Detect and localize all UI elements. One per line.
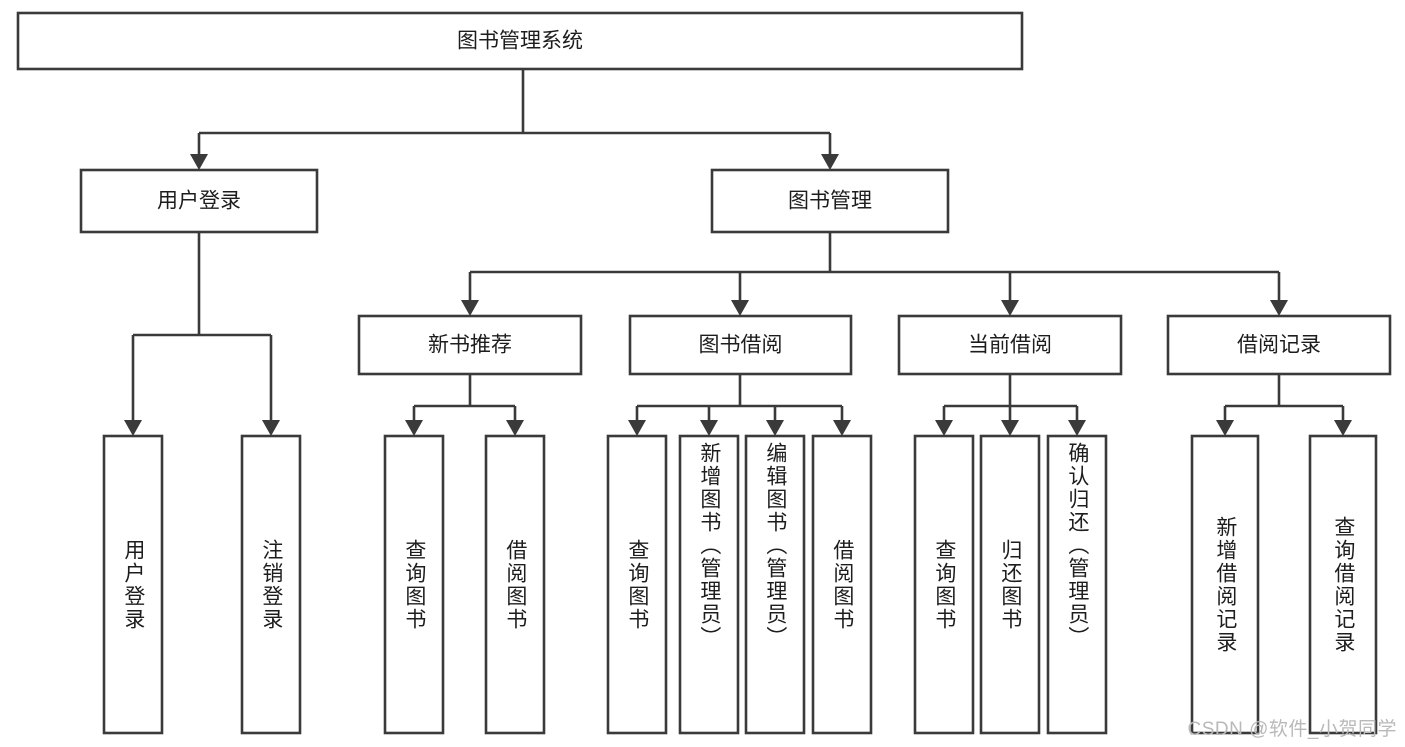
arrow-head-icon — [506, 420, 524, 436]
node-box — [678, 434, 740, 735]
node-book-management[interactable]: 图书管理 — [710, 168, 950, 234]
leaf-node-leaf-user-login[interactable] — [102, 434, 164, 735]
node-label: 图书管理系统 — [457, 30, 583, 53]
node-box — [979, 434, 1041, 735]
leaf-node-leaf-borrow-book-2[interactable] — [811, 434, 873, 735]
node-box — [1308, 434, 1378, 735]
arrow-head-icon — [262, 420, 280, 436]
arrow-head-icon — [766, 420, 784, 436]
node-label: 借阅记录 — [1237, 334, 1321, 357]
leaf-node-leaf-add-borrow-record[interactable] — [1190, 434, 1260, 735]
node-box — [1166, 314, 1392, 376]
leaf-node-leaf-confirm-return-admin[interactable] — [1046, 434, 1108, 735]
arrow-head-icon — [628, 420, 646, 436]
node-box — [628, 314, 853, 376]
node-box — [1046, 434, 1108, 735]
arrow-head-icon — [1001, 300, 1019, 316]
node-label: 用户登录 — [157, 190, 241, 213]
node-label: 新书推荐 — [428, 334, 512, 357]
leaf-node-leaf-logout-login[interactable] — [240, 434, 302, 735]
leaf-node-leaf-return-book[interactable] — [979, 434, 1041, 735]
node-current-borrow[interactable]: 当前借阅 — [897, 314, 1123, 376]
arrow-head-icon — [461, 300, 479, 316]
arrow-head-icon — [190, 154, 208, 170]
node-book-borrow[interactable]: 图书借阅 — [628, 314, 853, 376]
node-label: 图书管理 — [788, 190, 872, 213]
arrow-head-icon — [1334, 420, 1352, 436]
arrow-head-icon — [1270, 300, 1288, 316]
node-box — [710, 168, 950, 234]
node-box — [811, 434, 873, 735]
arrow-head-icon — [1001, 420, 1019, 436]
node-box — [606, 434, 668, 735]
leaf-node-leaf-query-borrow-record[interactable] — [1308, 434, 1378, 735]
arrow-head-icon — [1068, 420, 1086, 436]
arrow-head-icon — [124, 420, 142, 436]
node-label: 当前借阅 — [968, 334, 1052, 357]
node-label: 图书借阅 — [699, 334, 783, 357]
node-new-book-recommend[interactable]: 新书推荐 — [357, 314, 583, 376]
node-user-login[interactable]: 用户登录 — [79, 168, 319, 234]
node-box — [79, 168, 319, 234]
node-box — [16, 11, 1024, 71]
watermark-text: CSDN @软件_小贺同学 — [1187, 719, 1397, 740]
arrow-head-icon — [700, 420, 718, 436]
leaf-node-leaf-query-book-3[interactable] — [913, 434, 975, 735]
arrow-head-icon — [821, 154, 839, 170]
node-box — [357, 314, 583, 376]
arrow-head-icon — [833, 420, 851, 436]
node-box — [102, 434, 164, 735]
node-box — [1190, 434, 1260, 735]
node-box — [744, 434, 806, 735]
arrow-head-icon — [405, 420, 423, 436]
arrow-head-icon — [731, 300, 749, 316]
connector-layer — [124, 69, 1352, 436]
node-box — [240, 434, 302, 735]
node-root[interactable]: 图书管理系统 — [16, 11, 1024, 71]
node-box — [383, 434, 445, 735]
arrow-head-icon — [935, 420, 953, 436]
node-box — [913, 434, 975, 735]
node-box — [897, 314, 1123, 376]
leaf-node-leaf-query-book-1[interactable] — [383, 434, 445, 735]
arrow-head-icon — [1216, 420, 1234, 436]
leaf-node-leaf-query-book-2[interactable] — [606, 434, 668, 735]
leaf-node-leaf-add-book-admin[interactable] — [678, 434, 740, 735]
node-box — [484, 434, 546, 735]
leaf-node-leaf-edit-book-admin[interactable] — [744, 434, 806, 735]
leaf-node-leaf-borrow-book-1[interactable] — [484, 434, 546, 735]
node-borrow-record[interactable]: 借阅记录 — [1166, 314, 1392, 376]
